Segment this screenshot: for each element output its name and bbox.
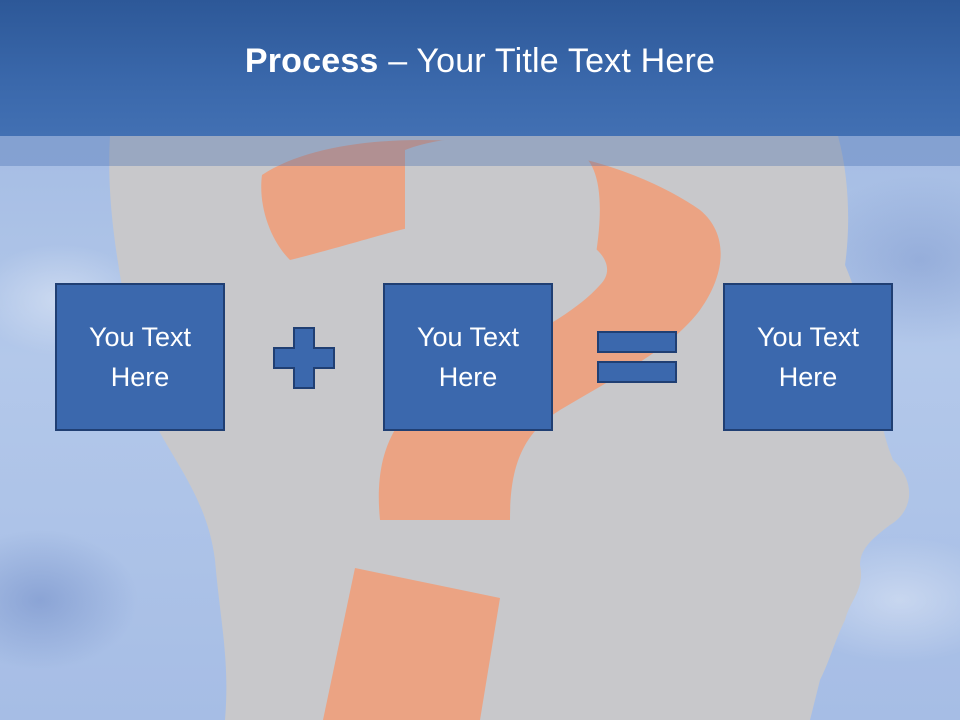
process-box-2-label: You Text Here (416, 322, 520, 392)
process-box-1[interactable]: You Text Here (55, 283, 225, 431)
title-rest: – Your Title Text Here (378, 41, 716, 80)
process-box-3-label: You Text Here (756, 322, 860, 392)
equals-icon (597, 331, 677, 383)
process-box-1-label: You Text Here (88, 322, 192, 392)
process-box-2[interactable]: You Text Here (383, 283, 553, 431)
plus-icon (273, 327, 335, 389)
page-title: Process – Your Title Text Here (245, 42, 715, 81)
header-translucent-band (0, 136, 960, 166)
process-box-3[interactable]: You Text Here (723, 283, 893, 431)
question-mark-hole (405, 137, 600, 297)
question-mark-dot (323, 568, 500, 720)
question-mark-hook (261, 140, 721, 520)
title-bold: Process (244, 41, 379, 80)
title-header: Process – Your Title Text Here (0, 0, 960, 136)
